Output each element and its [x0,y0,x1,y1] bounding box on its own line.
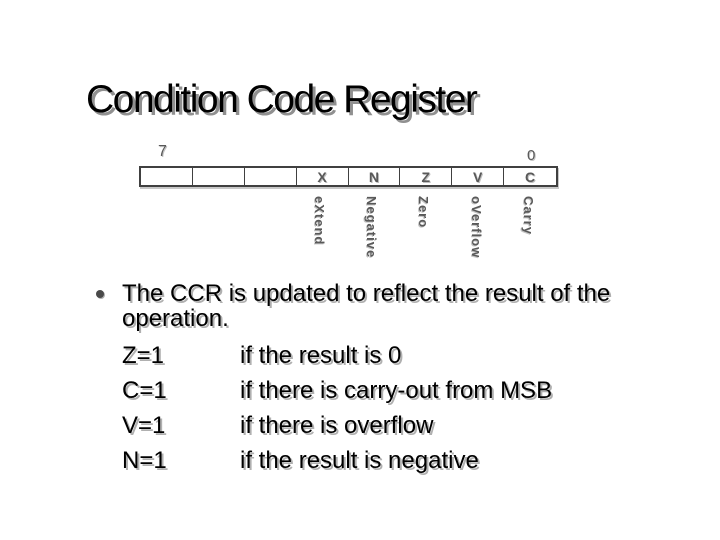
bit-number-low: 0 [527,147,536,164]
flag-condition: V=1 [122,412,166,439]
definition-row-c: C=1 if there is carry-out from MSB [96,378,552,403]
flag-meaning: if the result is negative [240,447,479,474]
flag-name-zero: Zero [416,196,431,229]
register-cell-5 [245,168,297,185]
register-cell-v: V [452,168,505,185]
bullet-icon [96,290,104,298]
register-cell-7 [141,168,193,185]
flag-condition: C=1 [122,377,167,404]
flag-name-overflow: oVerflow [469,196,484,259]
bullet-slot [96,343,122,368]
flag-name-carry: Carry [521,196,536,235]
register-cell-n: N [349,168,401,185]
intro-text: The CCR is updated to reflect the result… [122,280,611,332]
definition-row-z: Z=1 if the result is 0 [96,343,552,368]
flag-name-negative: Negative [364,196,379,259]
flag-condition: Z=1 [122,342,165,369]
ccr-register-diagram: X N Z V C [139,166,558,187]
register-cell-z: Z [400,168,453,185]
register-cell-c: C [525,168,536,185]
page-title: Condition Code Register [86,78,478,121]
flag-definition-list: Z=1 if the result is 0 C=1 if there is c… [96,343,552,483]
register-cell-6 [193,168,245,185]
flag-meaning: if there is carry-out from MSB [240,377,553,404]
bullet-item-intro: The CCR is updated to reflect the result… [96,281,670,331]
bit-number-high: 7 [158,143,167,160]
flag-meaning: if the result is 0 [240,342,402,369]
flag-meaning: if there is overflow [240,412,434,439]
definition-row-n: N=1 if the result is negative [96,448,552,473]
definition-row-v: V=1 if there is overflow [96,413,552,438]
register-cell-x: X [297,168,349,185]
flag-condition: N=1 [122,447,167,474]
flag-name-extend: eXtend [312,196,327,246]
